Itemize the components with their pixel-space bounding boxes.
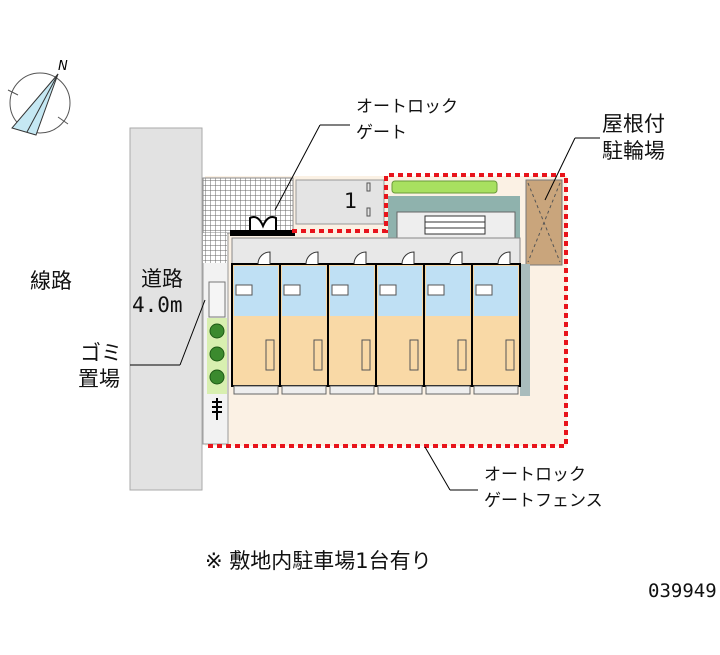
entrance-paving: [202, 177, 294, 234]
parking-note: ※ 敷地内駐車場1台有り: [205, 549, 432, 573]
bike-label-1: 屋根付: [602, 112, 665, 136]
road-label: 道路: [141, 267, 183, 291]
garbage-label-1: ゴミ: [80, 341, 122, 365]
auto-lock-gate: [249, 216, 277, 233]
auto-lock-fence-boundary: [205, 173, 568, 448]
bike-label-2: 駐輪場: [602, 139, 665, 163]
fence-label-2: ゲートフェンス: [484, 491, 603, 511]
compass-icon: N: [7, 59, 71, 136]
garbage-area: [208, 281, 226, 318]
building-units: [231, 251, 521, 395]
gate-label-2: ゲート: [356, 123, 407, 143]
parking-number: 1: [344, 189, 358, 213]
parking-space: [295, 179, 385, 225]
planting: [391, 180, 498, 194]
gate-label-1: オートロック: [356, 97, 458, 117]
road-width-label: 4.0m: [132, 293, 183, 317]
fence-label-1: オートロック: [484, 465, 586, 485]
property-code: 039949: [648, 580, 717, 602]
railway-label: 線路: [30, 269, 72, 293]
corridor: [231, 237, 521, 265]
compass-north-label: N: [58, 59, 68, 74]
garbage-label-2: 置場: [78, 367, 120, 391]
